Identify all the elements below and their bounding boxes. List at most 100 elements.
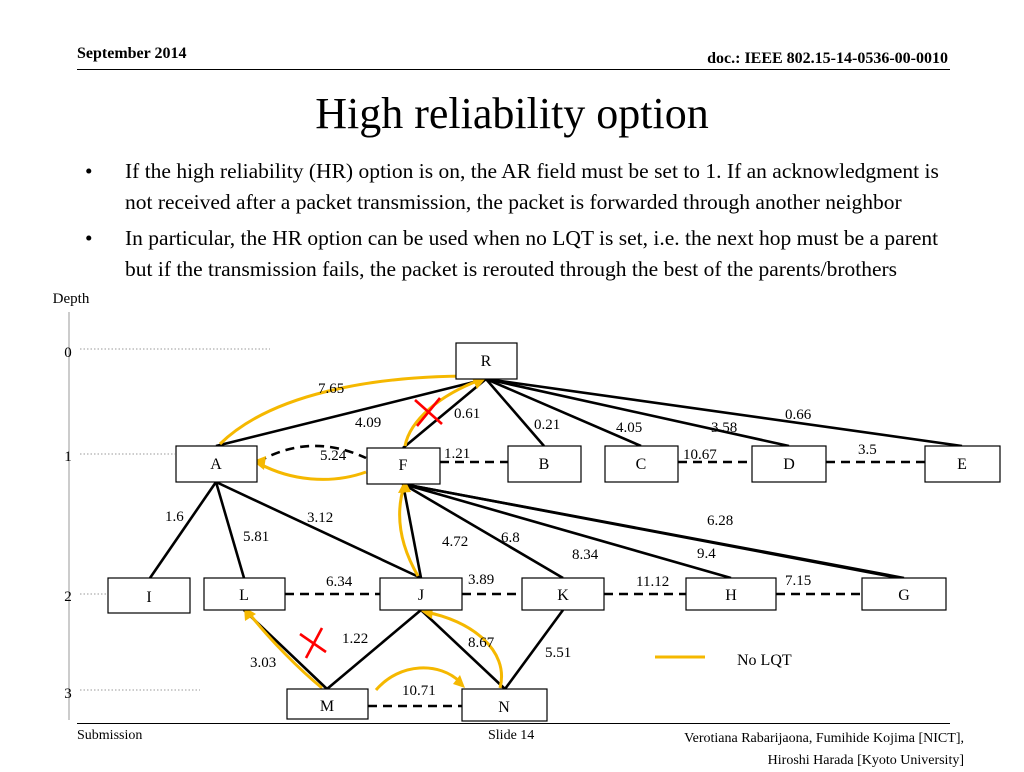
hr-path-A-R [218, 374, 481, 446]
footer-authors-line-2: Hiroshi Harada [Kyoto University] [767, 753, 964, 768]
link-A-F [257, 444, 367, 464]
weight-A-L: 5.81 [243, 529, 269, 545]
node-A: A [175, 445, 258, 483]
link-K-N [503, 609, 565, 690]
bullet-text: If the high reliability (HR) option is o… [125, 159, 939, 214]
node-label: E [957, 456, 967, 473]
link-D-R [485, 377, 790, 448]
node-label: I [146, 589, 151, 606]
fail-mark-stroke [304, 627, 324, 659]
bullet-glyph: • [85, 159, 93, 183]
hr-path-N-J [424, 610, 503, 689]
bullet-item: • If the high reliability (HR) option is … [84, 156, 964, 218]
weight-J-N: 8.67 [468, 635, 495, 651]
link-A-L [214, 481, 246, 579]
node-label: G [898, 587, 910, 604]
node-E: E [924, 445, 1001, 483]
link-F-J [401, 483, 423, 579]
node-K: K [521, 577, 605, 611]
bullet-text: In particular, the HR option can be used… [125, 226, 939, 281]
weight-K-N: 5.51 [545, 645, 571, 661]
weight-L-M: 3.03 [250, 655, 276, 671]
bullet-list: • If the high reliability (HR) option is … [84, 156, 964, 290]
depth-level-2: 2 [64, 589, 72, 605]
fail-mark-stroke [415, 397, 442, 427]
depth-axis-label: Depth [53, 291, 90, 307]
weight-F-B: 1.21 [444, 446, 470, 462]
link-A-I [148, 481, 218, 579]
depth-axis: Depth 0 1 2 3 [53, 291, 270, 720]
node-label: C [636, 456, 647, 473]
hr-path-M-N [374, 666, 462, 691]
node-label: F [399, 457, 408, 474]
brother-links [257, 444, 925, 708]
weight-D-E: 3.5 [858, 442, 877, 458]
weight-F-R: 0.61 [454, 406, 480, 422]
depth-level-0: 0 [64, 345, 72, 361]
link-F-G-2 [402, 482, 900, 580]
node-N: N [461, 688, 548, 722]
weight-F-G-1: 6.28 [707, 513, 733, 529]
weight-F-K: 6.8 [501, 530, 520, 546]
node-F: F [366, 447, 441, 485]
link-A-R [215, 377, 487, 448]
slide-title: High reliability option [315, 89, 709, 138]
weight-M-N: 10.71 [402, 683, 436, 699]
hr-path-F-A [259, 462, 367, 481]
footer-submission: Submission [77, 728, 143, 743]
node-C: C [604, 445, 679, 483]
fail-mark-F-R [414, 397, 443, 427]
node-label: A [210, 456, 222, 473]
header-doc-id: doc.: IEEE 802.15-14-0536-00-0010 [707, 50, 948, 67]
weight-B-R: 0.21 [534, 417, 560, 433]
weight-K-H: 11.12 [636, 574, 669, 590]
hr-path-M-L [246, 611, 323, 690]
header-rule [77, 69, 950, 70]
weight-H-G: 7.15 [785, 573, 811, 589]
legend-label: No LQT [737, 652, 792, 669]
weight-A-R: 4.09 [355, 415, 381, 431]
weight-F-H: 8.34 [572, 547, 599, 563]
link-J-N [420, 609, 506, 690]
weight-A-J: 3.12 [307, 510, 333, 526]
weight-A-I: 1.6 [165, 509, 184, 525]
node-label: M [320, 698, 334, 715]
node-label: B [539, 456, 550, 473]
link-J-M [326, 609, 422, 690]
nodes: R A F B C D E I L J K H G M N [107, 342, 1001, 722]
node-M: M [286, 688, 369, 720]
footer-rule [77, 723, 950, 724]
node-H: H [685, 577, 777, 611]
node-I: I [107, 577, 191, 614]
node-label: R [481, 353, 492, 370]
node-label: H [725, 587, 737, 604]
parent-links [148, 377, 963, 690]
weight-F-J: 4.72 [442, 534, 468, 550]
depth-level-1: 1 [64, 449, 72, 465]
link-C-R [485, 377, 642, 448]
weight-F-G-2: 9.4 [697, 546, 716, 562]
weight-L-J: 6.34 [326, 574, 353, 590]
node-L: L [203, 577, 286, 611]
fail-mark-M-L [299, 627, 327, 659]
node-J: J [379, 577, 463, 611]
link-F-K [402, 482, 564, 580]
bullet-item: • In particular, the HR option can be use… [84, 223, 964, 285]
node-label: L [239, 587, 249, 604]
weight-A-R-curve: 7.65 [318, 381, 344, 397]
failure-marks [299, 397, 443, 659]
arrowhead-A [253, 456, 266, 470]
link-B-R [485, 378, 545, 447]
weight-C-R: 4.05 [616, 420, 642, 436]
bullet-glyph: • [85, 226, 93, 250]
node-label: N [498, 699, 510, 716]
link-F-R [402, 378, 487, 449]
footer-slide-number: Slide 14 [488, 728, 535, 743]
node-D: D [751, 445, 827, 483]
link-E-R [485, 377, 963, 448]
footer-authors-line-1: Verotiana Rabarijaona, Fumihide Kojima [… [684, 731, 964, 746]
node-G: G [861, 577, 947, 611]
weight-A-F: 5.24 [320, 448, 347, 464]
arrowhead-N-in [453, 675, 465, 688]
